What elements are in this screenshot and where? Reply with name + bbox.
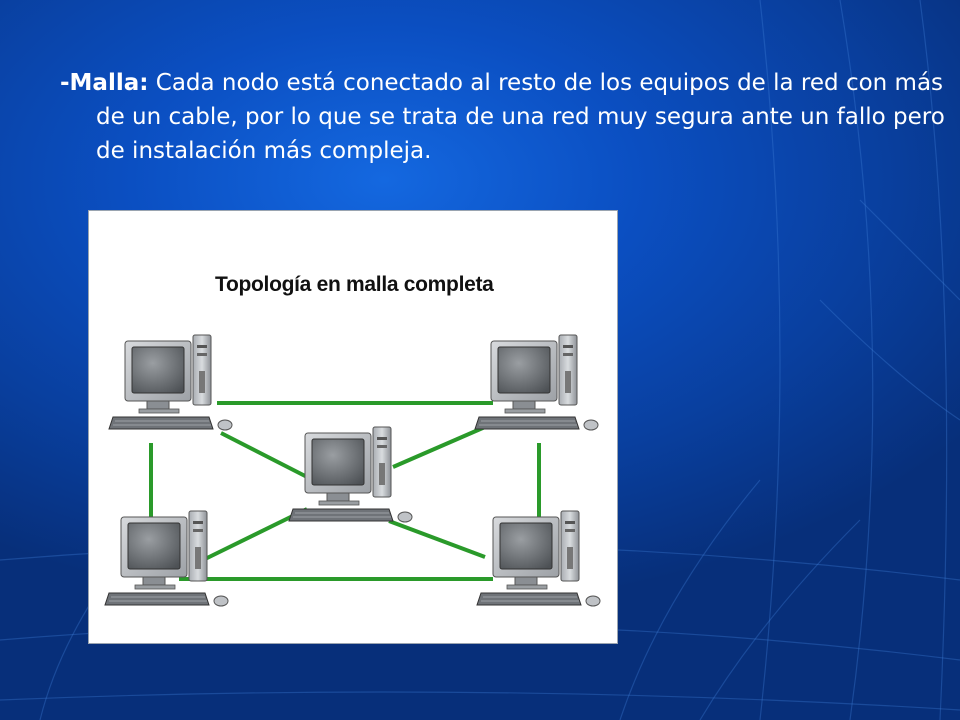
mesh-topology-figure: Topología en malla completa	[88, 210, 618, 644]
computer-icon-top-right	[474, 334, 599, 431]
computer-icon-bottom-right	[476, 510, 601, 607]
mesh-nodes	[104, 334, 601, 607]
bullet-paragraph: -Malla: Cada nodo está conectado al rest…	[60, 66, 960, 168]
bullet-body: Cada nodo está conectado al resto de los…	[96, 70, 945, 164]
link-bottom-left-center	[200, 507, 308, 563]
computer-icon-center	[288, 426, 413, 523]
mesh-links	[149, 401, 541, 581]
link-top-left-center	[220, 431, 312, 481]
computer-icon-top-left	[108, 334, 233, 431]
link-top-right-center	[392, 425, 486, 469]
link-bottom-right-center	[388, 519, 486, 559]
bullet-label: -Malla:	[60, 70, 149, 96]
figure-title: Topología en malla completa	[215, 273, 494, 296]
mesh-diagram	[104, 334, 601, 607]
